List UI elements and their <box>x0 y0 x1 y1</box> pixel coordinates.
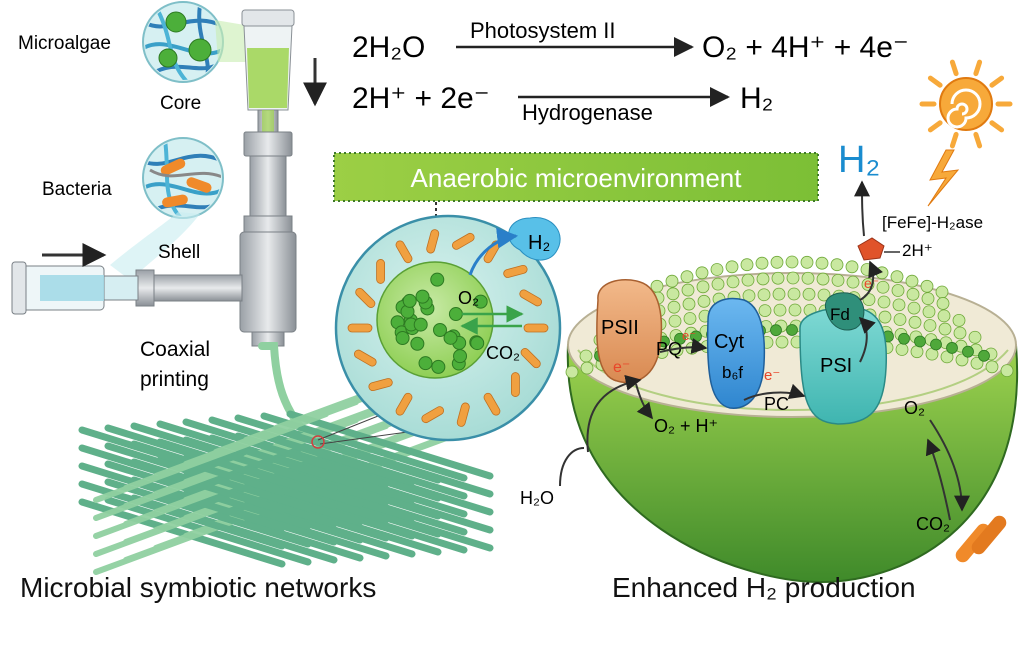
hydrogenase-enzyme <box>857 237 885 261</box>
fd-label: Fd <box>830 305 850 324</box>
two-h-plus-label: 2H⁺ <box>902 241 933 260</box>
cyt-complex: Cyt b₆f <box>706 297 766 409</box>
label-printing: printing <box>140 368 209 391</box>
o2-h-label: O₂ + H⁺ <box>654 416 718 436</box>
label-core: Core <box>160 93 201 114</box>
sun-icon <box>919 59 1013 149</box>
co2-label: CO₂ <box>486 343 520 363</box>
hydrogenase-label: [FeFe]-H₂ase <box>882 213 983 232</box>
h2-product-label: H₂ <box>838 139 880 181</box>
lightning-icon <box>927 149 960 207</box>
co2-right-label: CO₂ <box>916 514 950 534</box>
label-microalgae: Microalgae <box>18 33 111 54</box>
electron-pc: e⁻ <box>764 367 780 384</box>
caption-left: Microbial symbiotic networks <box>20 572 377 603</box>
equation-hydrogenase: 2H⁺ + 2e⁻ Hydrogenase H₂ <box>352 82 773 125</box>
cyt-b6f-label: b₆f <box>722 363 743 382</box>
psi-complex: PSI <box>799 306 888 425</box>
eq2-enzyme: Hydrogenase <box>522 100 653 125</box>
psii-complex: PSII e⁻ <box>596 279 663 384</box>
microsphere-zoom <box>334 214 562 442</box>
equation-photosystem: 2H₂O Photosystem II O₂ + 4H⁺ + 4e⁻ <box>352 18 909 64</box>
cyt-label: Cyt <box>714 331 744 353</box>
pc-label: PC <box>764 394 789 414</box>
caption-right: Enhanced H₂ production <box>612 572 916 603</box>
label-bacteria: Bacteria <box>42 179 112 200</box>
psii-label: PSII <box>601 317 639 339</box>
electron-psii: e⁻ <box>613 359 630 376</box>
fd-protein: Fd <box>824 292 865 331</box>
h2-bubble-label: H₂ <box>528 232 550 254</box>
label-shell: Shell <box>158 242 200 263</box>
psi-label: PSI <box>820 355 852 377</box>
eq1-enzyme: Photosystem II <box>470 18 616 43</box>
eq2-product: H₂ <box>740 82 773 115</box>
o2-label: O₂ <box>458 288 479 308</box>
o2-right-label: O₂ <box>904 398 925 418</box>
printer-nozzle <box>11 9 316 444</box>
printed-lattice <box>78 351 494 575</box>
h2o-label: H₂O <box>520 488 554 508</box>
shell-inset <box>142 137 224 219</box>
eq1-reactant: 2H₂O <box>352 31 425 64</box>
electron-pq: e⁻ <box>682 328 696 343</box>
label-coaxial: Coaxial <box>140 338 210 361</box>
bacteria-rod <box>971 515 1007 555</box>
banner-label: Anaerobic microenvironment <box>411 163 743 193</box>
eq1-products: O₂ + 4H⁺ + 4e⁻ <box>702 31 909 64</box>
eq2-reactants: 2H⁺ + 2e⁻ <box>352 82 490 115</box>
core-inset <box>142 1 224 83</box>
banner-box <box>333 152 819 202</box>
